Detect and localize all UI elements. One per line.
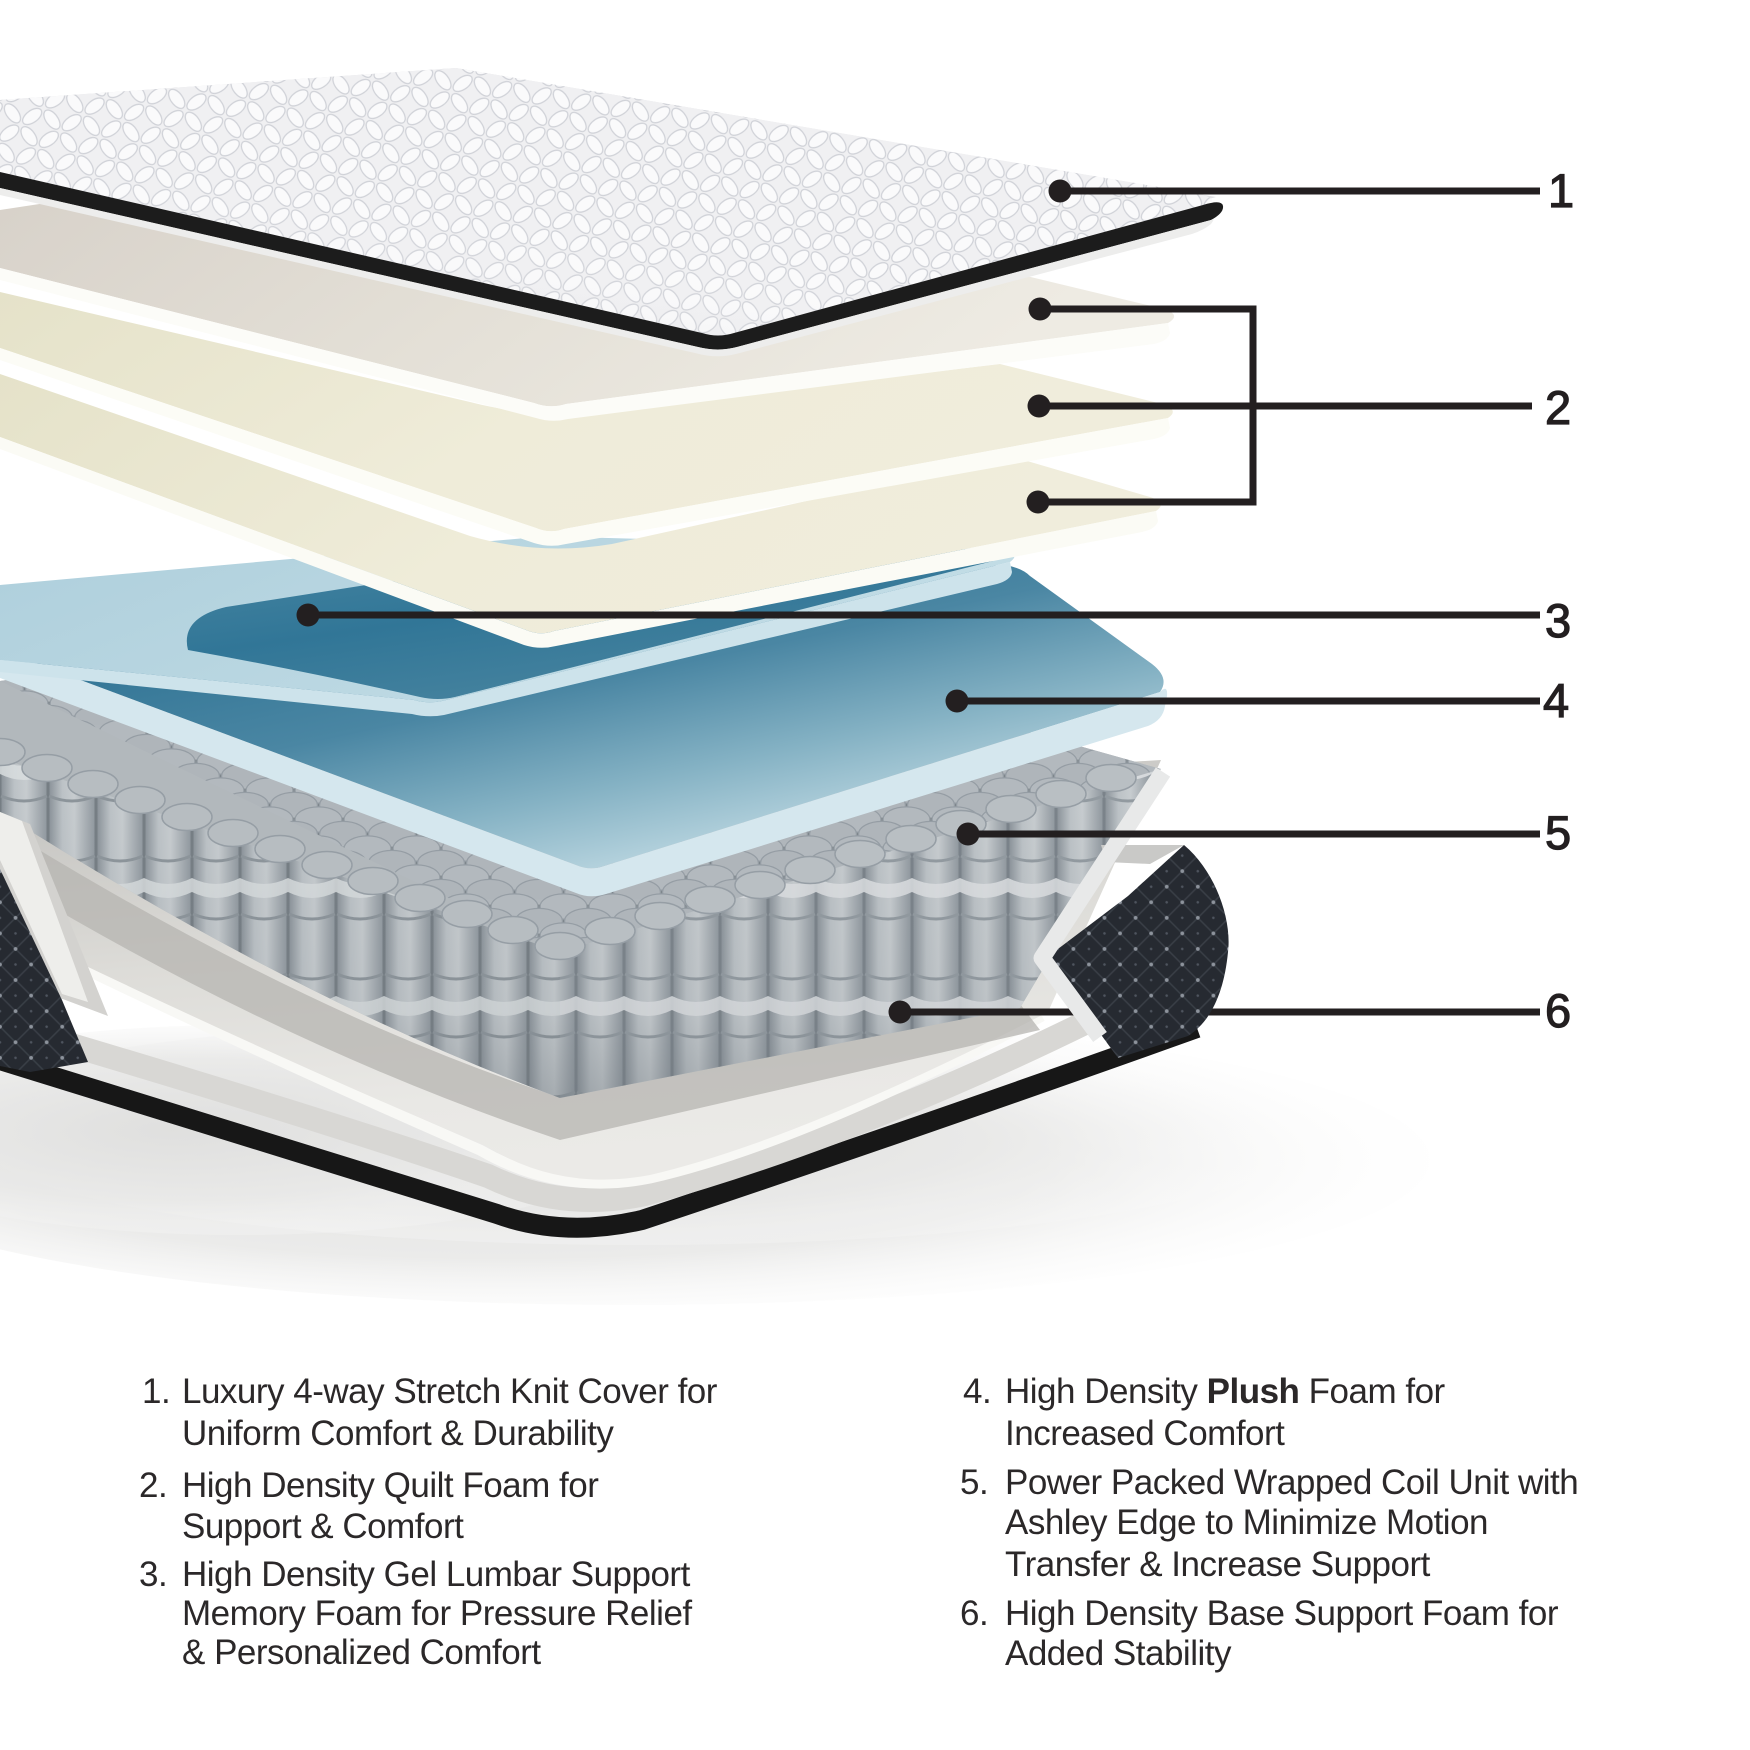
svg-text:Power Packed Wrapped Coil Unit: Power Packed Wrapped Coil Unit with [1005, 1463, 1578, 1502]
svg-text:Luxury 4-way Stretch Knit Cove: Luxury 4-way Stretch Knit Cover for [182, 1372, 718, 1411]
svg-text:Transfer & Increase Support: Transfer & Increase Support [1005, 1545, 1431, 1584]
svg-text:Memory Foam for Pressure Relie: Memory Foam for Pressure Relief [182, 1594, 692, 1633]
svg-text:3: 3 [1545, 594, 1571, 647]
svg-text:Increased Comfort: Increased Comfort [1005, 1414, 1285, 1453]
svg-text:High Density Plush Foam for: High Density Plush Foam for [1005, 1372, 1446, 1411]
svg-text:1: 1 [1548, 164, 1574, 217]
svg-text:Ashley Edge to Minimize Motion: Ashley Edge to Minimize Motion [1005, 1503, 1488, 1542]
svg-text:2: 2 [1545, 381, 1571, 434]
svg-text:Added Stability: Added Stability [1005, 1634, 1232, 1673]
svg-text:Support & Comfort: Support & Comfort [182, 1507, 464, 1546]
svg-text:High Density Gel Lumbar Suppor: High Density Gel Lumbar Support [182, 1555, 691, 1594]
svg-text:5.: 5. [960, 1463, 988, 1502]
svg-text:Uniform Comfort & Durability: Uniform Comfort & Durability [182, 1414, 614, 1453]
svg-text:4.: 4. [963, 1372, 991, 1411]
svg-text:1.: 1. [142, 1372, 170, 1411]
svg-text:3.: 3. [139, 1555, 167, 1594]
svg-text:4: 4 [1543, 674, 1569, 727]
svg-text:High Density Base Support Foam: High Density Base Support Foam for [1005, 1594, 1559, 1633]
svg-text:2.: 2. [139, 1466, 167, 1505]
svg-text:& Personalized Comfort: & Personalized Comfort [182, 1633, 541, 1672]
svg-text:6.: 6. [960, 1594, 988, 1633]
svg-text:6: 6 [1545, 984, 1571, 1037]
svg-text:5: 5 [1545, 806, 1571, 859]
svg-text:High Density Quilt Foam for: High Density Quilt Foam for [182, 1466, 599, 1505]
